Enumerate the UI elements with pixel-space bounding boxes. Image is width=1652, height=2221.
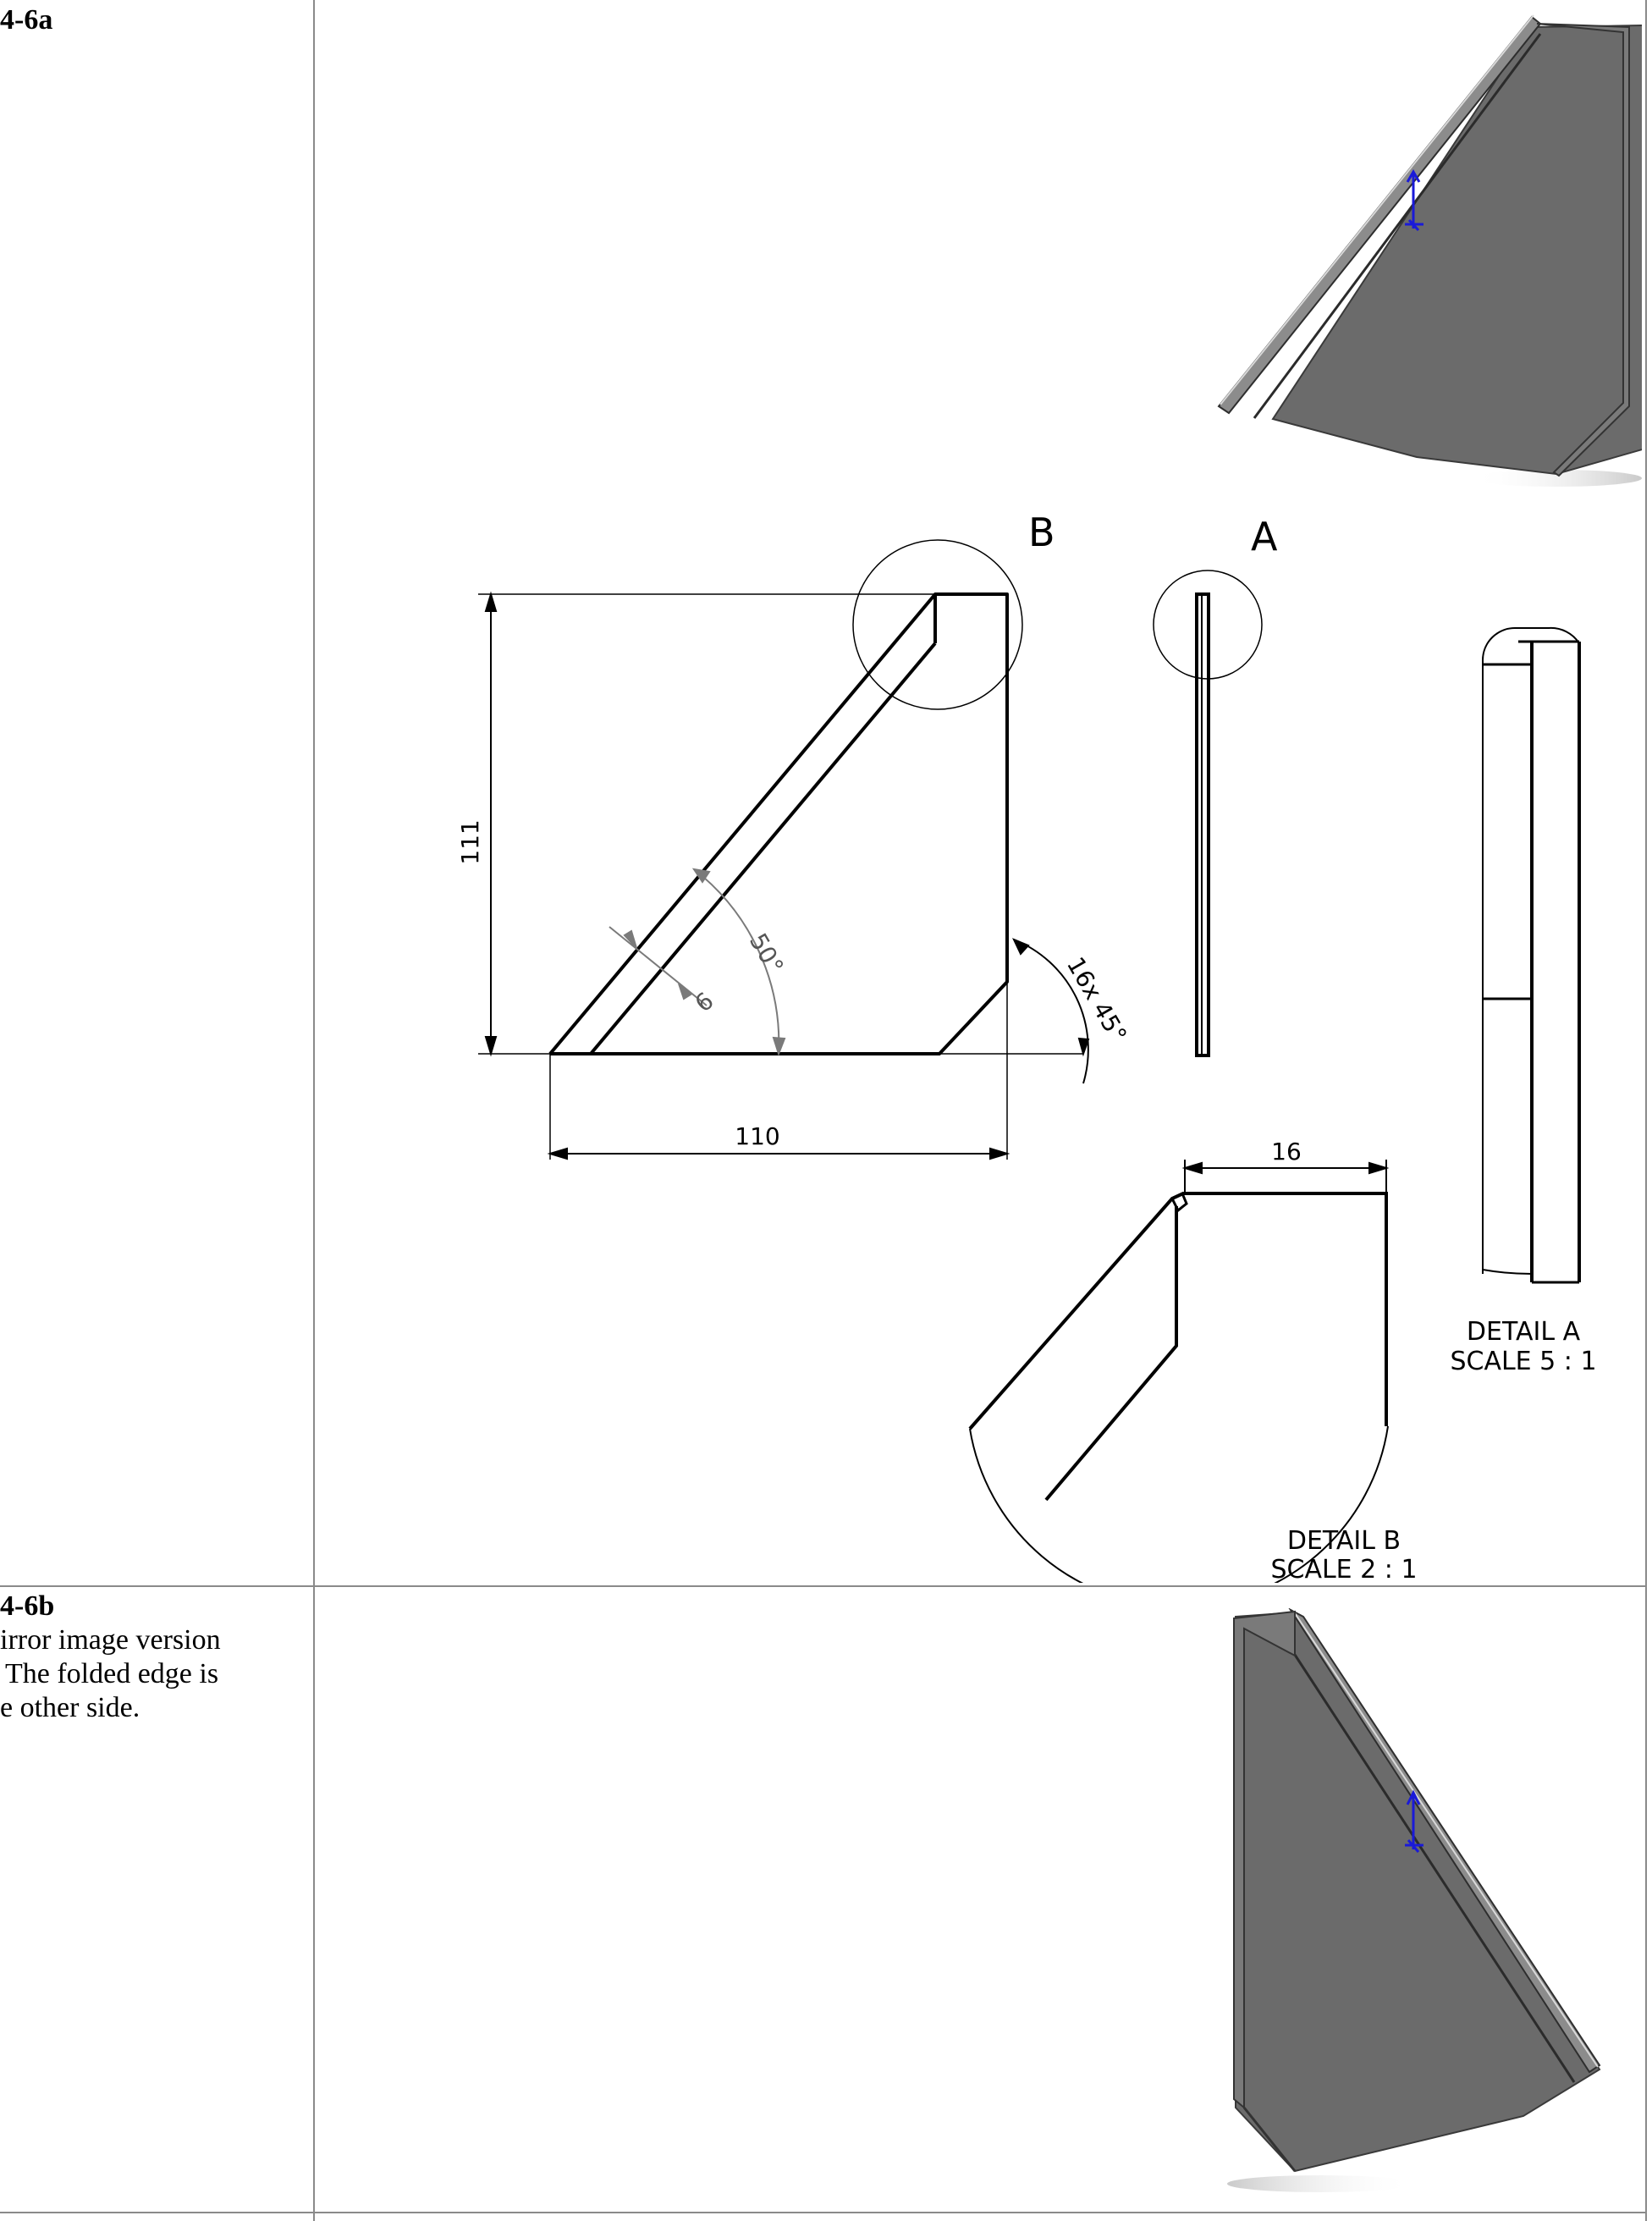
extension-lines <box>478 593 1083 1160</box>
side-view <box>1195 592 1210 1057</box>
part-number: 4-6a <box>0 4 53 36</box>
table-border-right <box>1645 0 1647 2221</box>
triad-axis-icon <box>1405 169 1423 232</box>
dim-flange <box>608 926 708 1006</box>
edge-highlight <box>1220 14 1534 405</box>
engineering-drawing: 111 110 9 50° 16x 45° <box>456 510 1597 1583</box>
part-description: irror image version The folded edge is e… <box>0 1623 305 1725</box>
table-border-bottom <box>0 2212 1647 2213</box>
bottom-edge <box>1242 2107 1297 2172</box>
row-label-4-6a: 4-6a <box>0 3 305 37</box>
drop-shadow <box>1227 2175 1413 2192</box>
part-number: 4-6b <box>0 1590 55 1622</box>
detail-a-scale: SCALE 5 : 1 <box>1450 1347 1596 1376</box>
dim-angle <box>691 868 786 1057</box>
panel-face <box>1235 1611 1601 2173</box>
part-3d-view-a <box>1217 14 1642 487</box>
dim-chamfer <box>1011 938 1090 1084</box>
fold-line <box>1253 33 1542 419</box>
dim-flange-label: 9 <box>689 986 719 1017</box>
description-line: irror image version <box>0 1624 221 1656</box>
dim-height-label: 111 <box>456 819 484 864</box>
part-3d-view-b <box>1227 1608 1601 2192</box>
detail-b-marker: B <box>1028 510 1055 555</box>
detail-a-title: DETAIL A <box>1467 1317 1581 1347</box>
row-label-4-6b: 4-6b irror image version The folded edge… <box>0 1590 305 1725</box>
dim-detail-b <box>1181 1160 1390 1193</box>
description-line: The folded edge is <box>5 1658 219 1689</box>
dim-width <box>547 1147 1010 1160</box>
panel-face <box>1271 25 1642 476</box>
dim-detail-b-label: 16 <box>1271 1138 1302 1166</box>
detail-b-view <box>968 1191 1389 1583</box>
dim-width-label: 110 <box>735 1122 779 1150</box>
detail-b-marker-circle <box>852 539 1023 710</box>
edge-highlight <box>1292 1610 1599 2068</box>
detail-b-scale: SCALE 2 : 1 <box>1270 1555 1417 1583</box>
dim-height <box>484 591 498 1057</box>
description-line: e other side. <box>0 1692 140 1723</box>
left-edge <box>1233 1610 1296 2110</box>
table-divider-vertical <box>313 0 315 2221</box>
right-edge <box>1536 23 1630 477</box>
dim-chamfer-label: 16x 45° <box>1061 952 1132 1047</box>
table-row-divider <box>0 1585 1647 1587</box>
front-view <box>548 592 1009 1055</box>
folded-flange <box>1288 1608 1601 2074</box>
detail-b-title: DETAIL B <box>1287 1526 1401 1556</box>
detail-a-marker: A <box>1251 514 1278 559</box>
detail-a-view <box>1482 626 1581 1284</box>
drop-shadow <box>1473 470 1642 487</box>
fold-line <box>1293 1654 1576 2083</box>
triad-axis-icon <box>1405 1789 1423 1853</box>
detail-a-marker-circle <box>1153 570 1263 680</box>
